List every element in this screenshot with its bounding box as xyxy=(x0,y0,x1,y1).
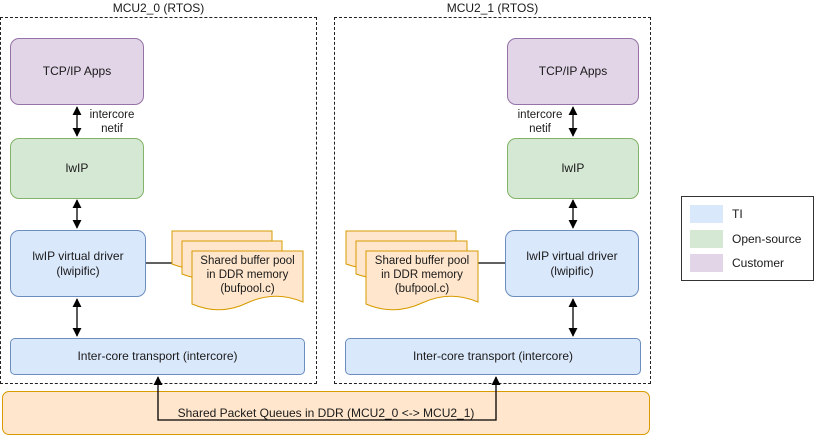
legend-label-ti: TI xyxy=(732,207,743,221)
lwip-label-right: lwIP xyxy=(561,161,585,175)
intercore-netif-label-left: intercore netif xyxy=(89,109,135,135)
legend-swatch-open-source xyxy=(690,230,723,248)
intercore-transport-box-left: Inter-core transport (intercore) xyxy=(10,338,305,375)
lwip-label-left: lwIP xyxy=(65,161,89,175)
shared-packet-queues: Shared Packet Queues in DDR (MCU2_0 <-> … xyxy=(2,391,650,435)
tcpip-apps-label-right: TCP/IP Apps xyxy=(538,64,608,78)
lwip-driver-box-right: lwIP virtual driver (lwipific) xyxy=(505,230,639,297)
legend-label-open-source: Open-source xyxy=(732,232,802,246)
legend: TI Open-source Customer xyxy=(681,196,814,281)
intercore-netif-label-right: intercore netif xyxy=(517,109,563,135)
tcpip-apps-label-left: TCP/IP Apps xyxy=(42,64,112,78)
bufpool-stack-right xyxy=(345,230,479,311)
lwip-box-right: lwIP xyxy=(507,138,639,199)
arrow-transport-shared-link xyxy=(153,376,501,421)
intercore-transport-label-left: Inter-core transport (intercore) xyxy=(77,349,238,363)
mcu2-1-title: MCU2_1 (RTOS) xyxy=(446,1,539,15)
bufpool-label-left: Shared buffer pool in DDR memory (bufpoo… xyxy=(200,255,295,295)
mcu2-0-title: MCU2_0 (RTOS) xyxy=(112,1,205,15)
lwip-driver-label-right: lwIP virtual driver (lwipific) xyxy=(526,248,618,278)
legend-label-customer: Customer xyxy=(732,256,785,270)
legend-swatch-ti xyxy=(690,205,723,223)
tcpip-apps-box-right: TCP/IP Apps xyxy=(507,38,639,105)
bufpool-label-right: Shared buffer pool in DDR memory (bufpoo… xyxy=(374,255,470,295)
lwip-driver-box-left: lwIP virtual driver (lwipific) xyxy=(10,230,146,297)
tcpip-apps-box-left: TCP/IP Apps xyxy=(10,38,144,105)
intercore-transport-label-right: Inter-core transport (intercore) xyxy=(412,349,574,363)
lwip-box-left: lwIP xyxy=(10,138,144,199)
intercore-transport-box-right: Inter-core transport (intercore) xyxy=(345,338,641,375)
shared-packet-queues-label: Shared Packet Queues in DDR (MCU2_0 <-> … xyxy=(177,405,475,420)
lwip-driver-label-left: lwIP virtual driver (lwipific) xyxy=(32,248,124,278)
legend-swatch-customer xyxy=(690,254,723,272)
bufpool-stack-left xyxy=(171,230,304,311)
